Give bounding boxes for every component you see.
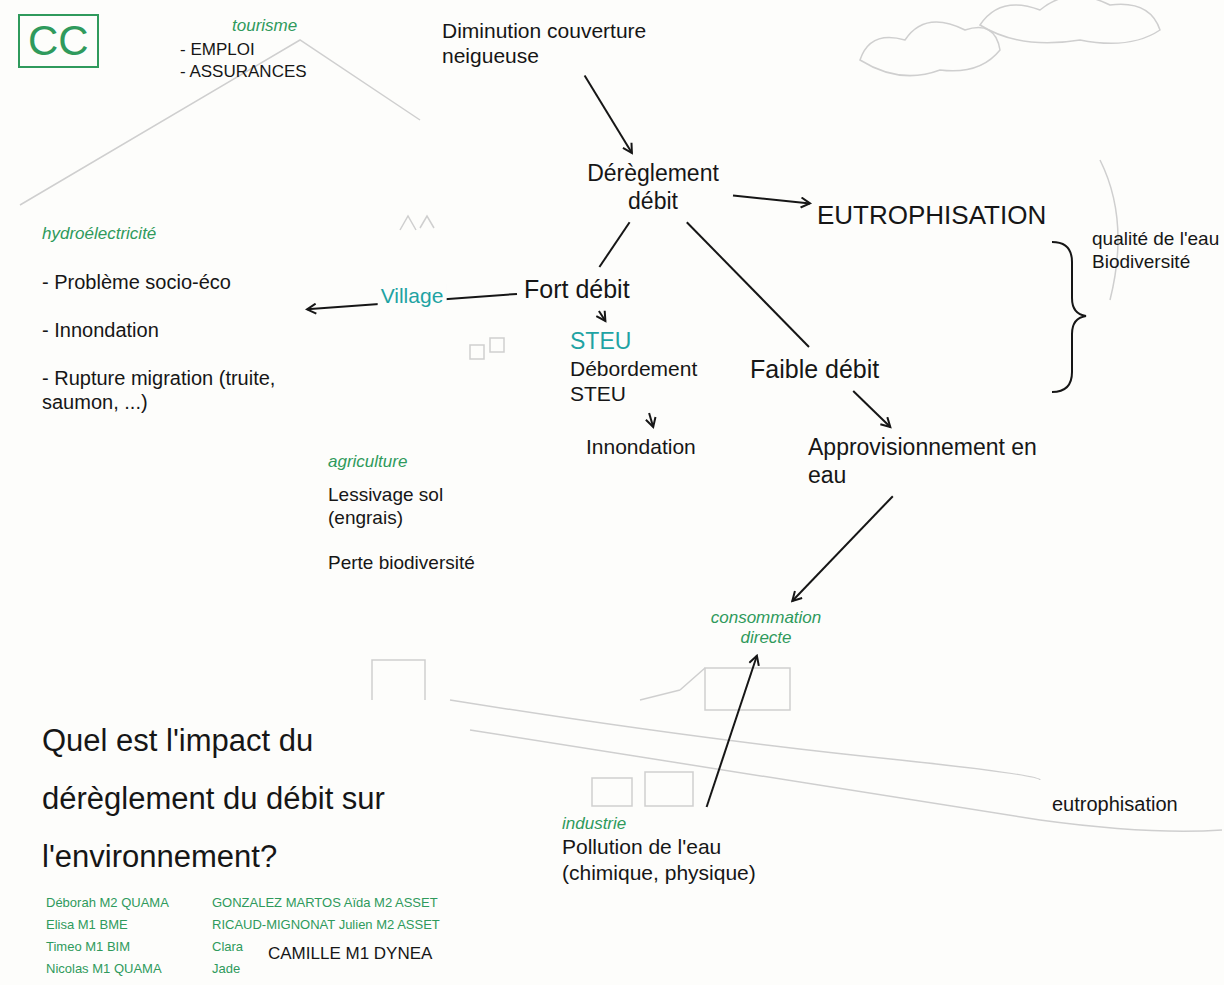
node-detail: - Problème socio-éco [42,270,300,294]
sector-group: industriePollution de l'eau (chimique, p… [560,812,825,887]
node-detail: Pollution de l'eau (chimique, physique) [562,834,823,884]
house-sketch [470,345,484,359]
cause-text: Diminution couverture neigueuse [440,16,690,70]
sector-heading: agriculture [328,452,407,472]
connector-arrow [792,496,893,601]
author-name: Timeo M1 BIM [46,939,130,955]
note-text: Lessivage sol (engrais) [328,484,478,530]
node-text: consommation directe [698,608,834,649]
factory-sketch [645,772,693,806]
node-text: Approvisionnement en eau [808,434,1044,489]
author-name: Elisa M1 BME [46,917,128,933]
node-text: STEU [570,328,701,356]
node-text: CC [28,16,89,66]
branch-text: Faible débit [748,352,913,386]
node-text: Diminution couverture neigueuse [442,18,688,68]
connector-arrow [599,222,629,267]
node-text: Fort débit [524,274,645,304]
connector-arrow [585,75,632,153]
building-sketch [705,668,790,710]
branch-text: Fort débit [522,272,647,306]
bracket-label: qualité de l'eau Biodiversité [1092,228,1220,274]
curly-brace [1052,242,1086,392]
sector-text: consommation directe [696,606,836,651]
note-text: eutrophisation [1052,792,1178,816]
connector-arrow [733,196,810,204]
author-name: Jade [212,961,240,977]
node-text: Dérèglement débit [580,160,726,215]
effect-text: Approvisionnement en eau [806,432,1046,491]
node-detail: Débordement STEU [570,356,701,406]
connector-arrow [707,656,757,807]
connector-arrow [853,391,890,427]
author-name: Clara [212,939,243,955]
node-text: Faible débit [750,354,911,384]
node-detail: - Rupture migration (truite, saumon, ...… [42,366,300,414]
connector-arrow [687,222,809,347]
central-node: Dérèglement débit [578,158,728,217]
node-text: Innondation [586,434,732,459]
author-name: GONZALEZ MARTOS Aïda M2 ASSET [212,895,438,911]
effect-text: Innondation [584,432,734,461]
list-item: - EMPLOI [180,40,255,60]
connector-arrow [599,311,606,321]
factory-sketch [592,778,632,806]
question-title: Quel est l'impact du dérèglement du débi… [42,712,472,886]
sector-heading: tourisme [232,16,297,36]
author-name: CAMILLE M1 DYNEA [268,944,432,964]
connector-arrow [649,413,653,427]
pipe-sketch [640,668,705,700]
note-text: Perte biodiversité [328,552,518,575]
edge-label: Village [378,284,447,308]
river-sketch [450,700,1040,780]
cloud-sketch [980,0,1160,43]
author-name: Nicolas M1 QUAMA [46,961,162,977]
node-text: EUTROPHISATION [817,200,1046,231]
node-text: hydroélectricité [42,224,300,244]
structure-sketch [372,660,425,700]
node-detail: - Innondation [42,318,300,342]
house-sketch [490,338,504,352]
list-item: - ASSURANCES [180,62,307,82]
author-name: RICAUD-MIGNONAT Julien M2 ASSET [212,917,440,933]
author-name: Déborah M2 QUAMA [46,895,169,911]
tree-sketch [400,216,434,230]
mountain-sketch [20,40,420,205]
node-text: industrie [562,814,823,834]
faint-sketch [20,0,1222,831]
effect-text: EUTROPHISATION [815,198,1048,233]
cloud-sketch [860,22,1000,76]
facility-group: STEUDébordement STEU [568,326,703,408]
sector-group: hydroélectricité - Problème socio-éco - In… [40,222,302,416]
boxed-heading: CC [18,14,99,68]
